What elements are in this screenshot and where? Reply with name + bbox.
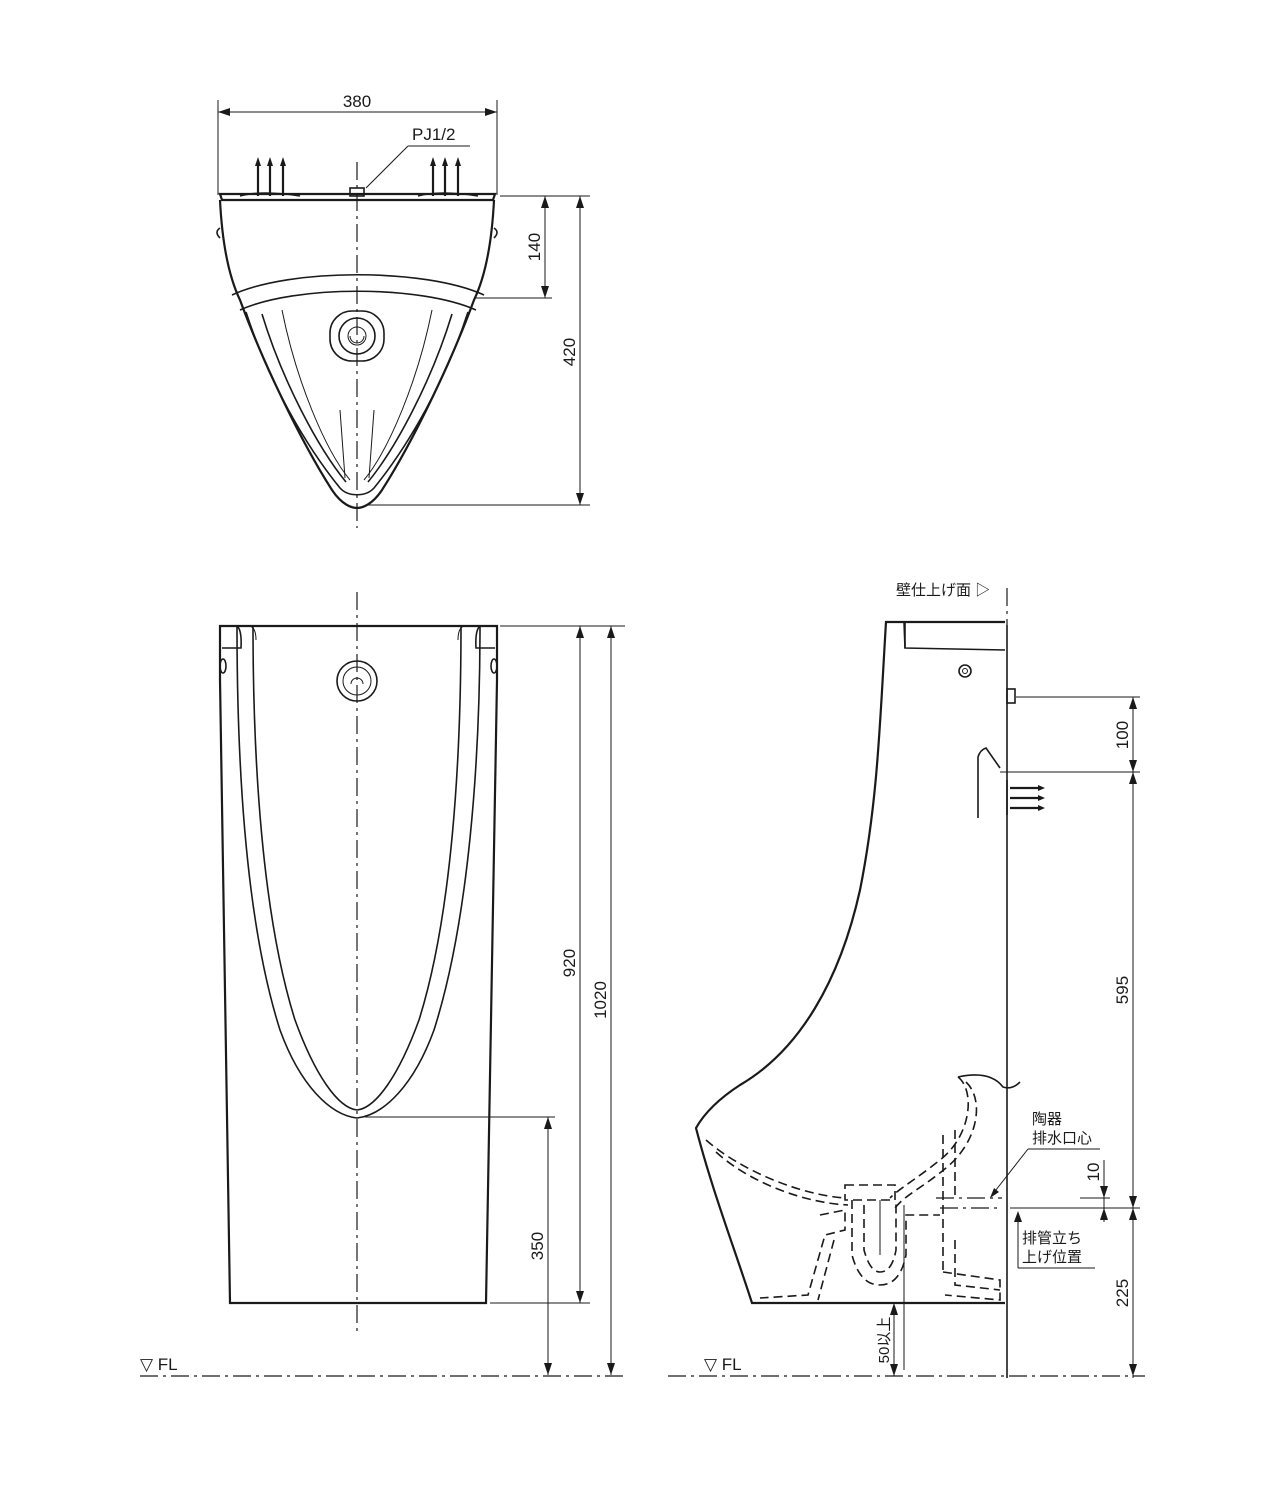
side-view-outline bbox=[694, 620, 1005, 1305]
label-ceramic-1: 陶器 bbox=[1032, 1111, 1062, 1128]
anchor-bolts-left bbox=[239, 157, 301, 197]
label-wall-finish: 壁仕上げ面 ▷ bbox=[896, 582, 990, 599]
dim-350: 350 bbox=[528, 1232, 547, 1260]
label-ceramic-2: 排水口心 bbox=[1032, 1130, 1092, 1147]
side-view: 壁仕上げ面 ▷ bbox=[668, 582, 1145, 1378]
dim-420: 420 bbox=[560, 338, 579, 366]
front-view-outline bbox=[218, 624, 499, 1305]
dim-380: 380 bbox=[343, 92, 371, 111]
dim-50-min: 50以上 bbox=[876, 1317, 893, 1364]
dim-920: 920 bbox=[560, 949, 579, 977]
label-fl-left: ▽ FL bbox=[140, 1355, 178, 1374]
dim-1020: 1020 bbox=[591, 981, 610, 1019]
top-view: 380 PJ1/2 bbox=[216, 92, 590, 528]
label-fl-right: ▽ FL bbox=[704, 1355, 742, 1374]
dim-10: 10 bbox=[1084, 1163, 1103, 1182]
dim-225: 225 bbox=[1113, 1279, 1132, 1307]
anchor-bolts-right bbox=[417, 157, 479, 197]
label-pipe-pos-1: 排管立ち bbox=[1022, 1230, 1082, 1247]
dim-100: 100 bbox=[1113, 721, 1132, 749]
label-pj12: PJ1/2 bbox=[412, 125, 455, 144]
label-pipe-pos-2: 上げ位置 bbox=[1022, 1249, 1082, 1266]
dim-595: 595 bbox=[1113, 976, 1132, 1004]
dim-140: 140 bbox=[525, 233, 544, 261]
front-view: 920 1020 350 ▽ FL bbox=[140, 592, 625, 1377]
